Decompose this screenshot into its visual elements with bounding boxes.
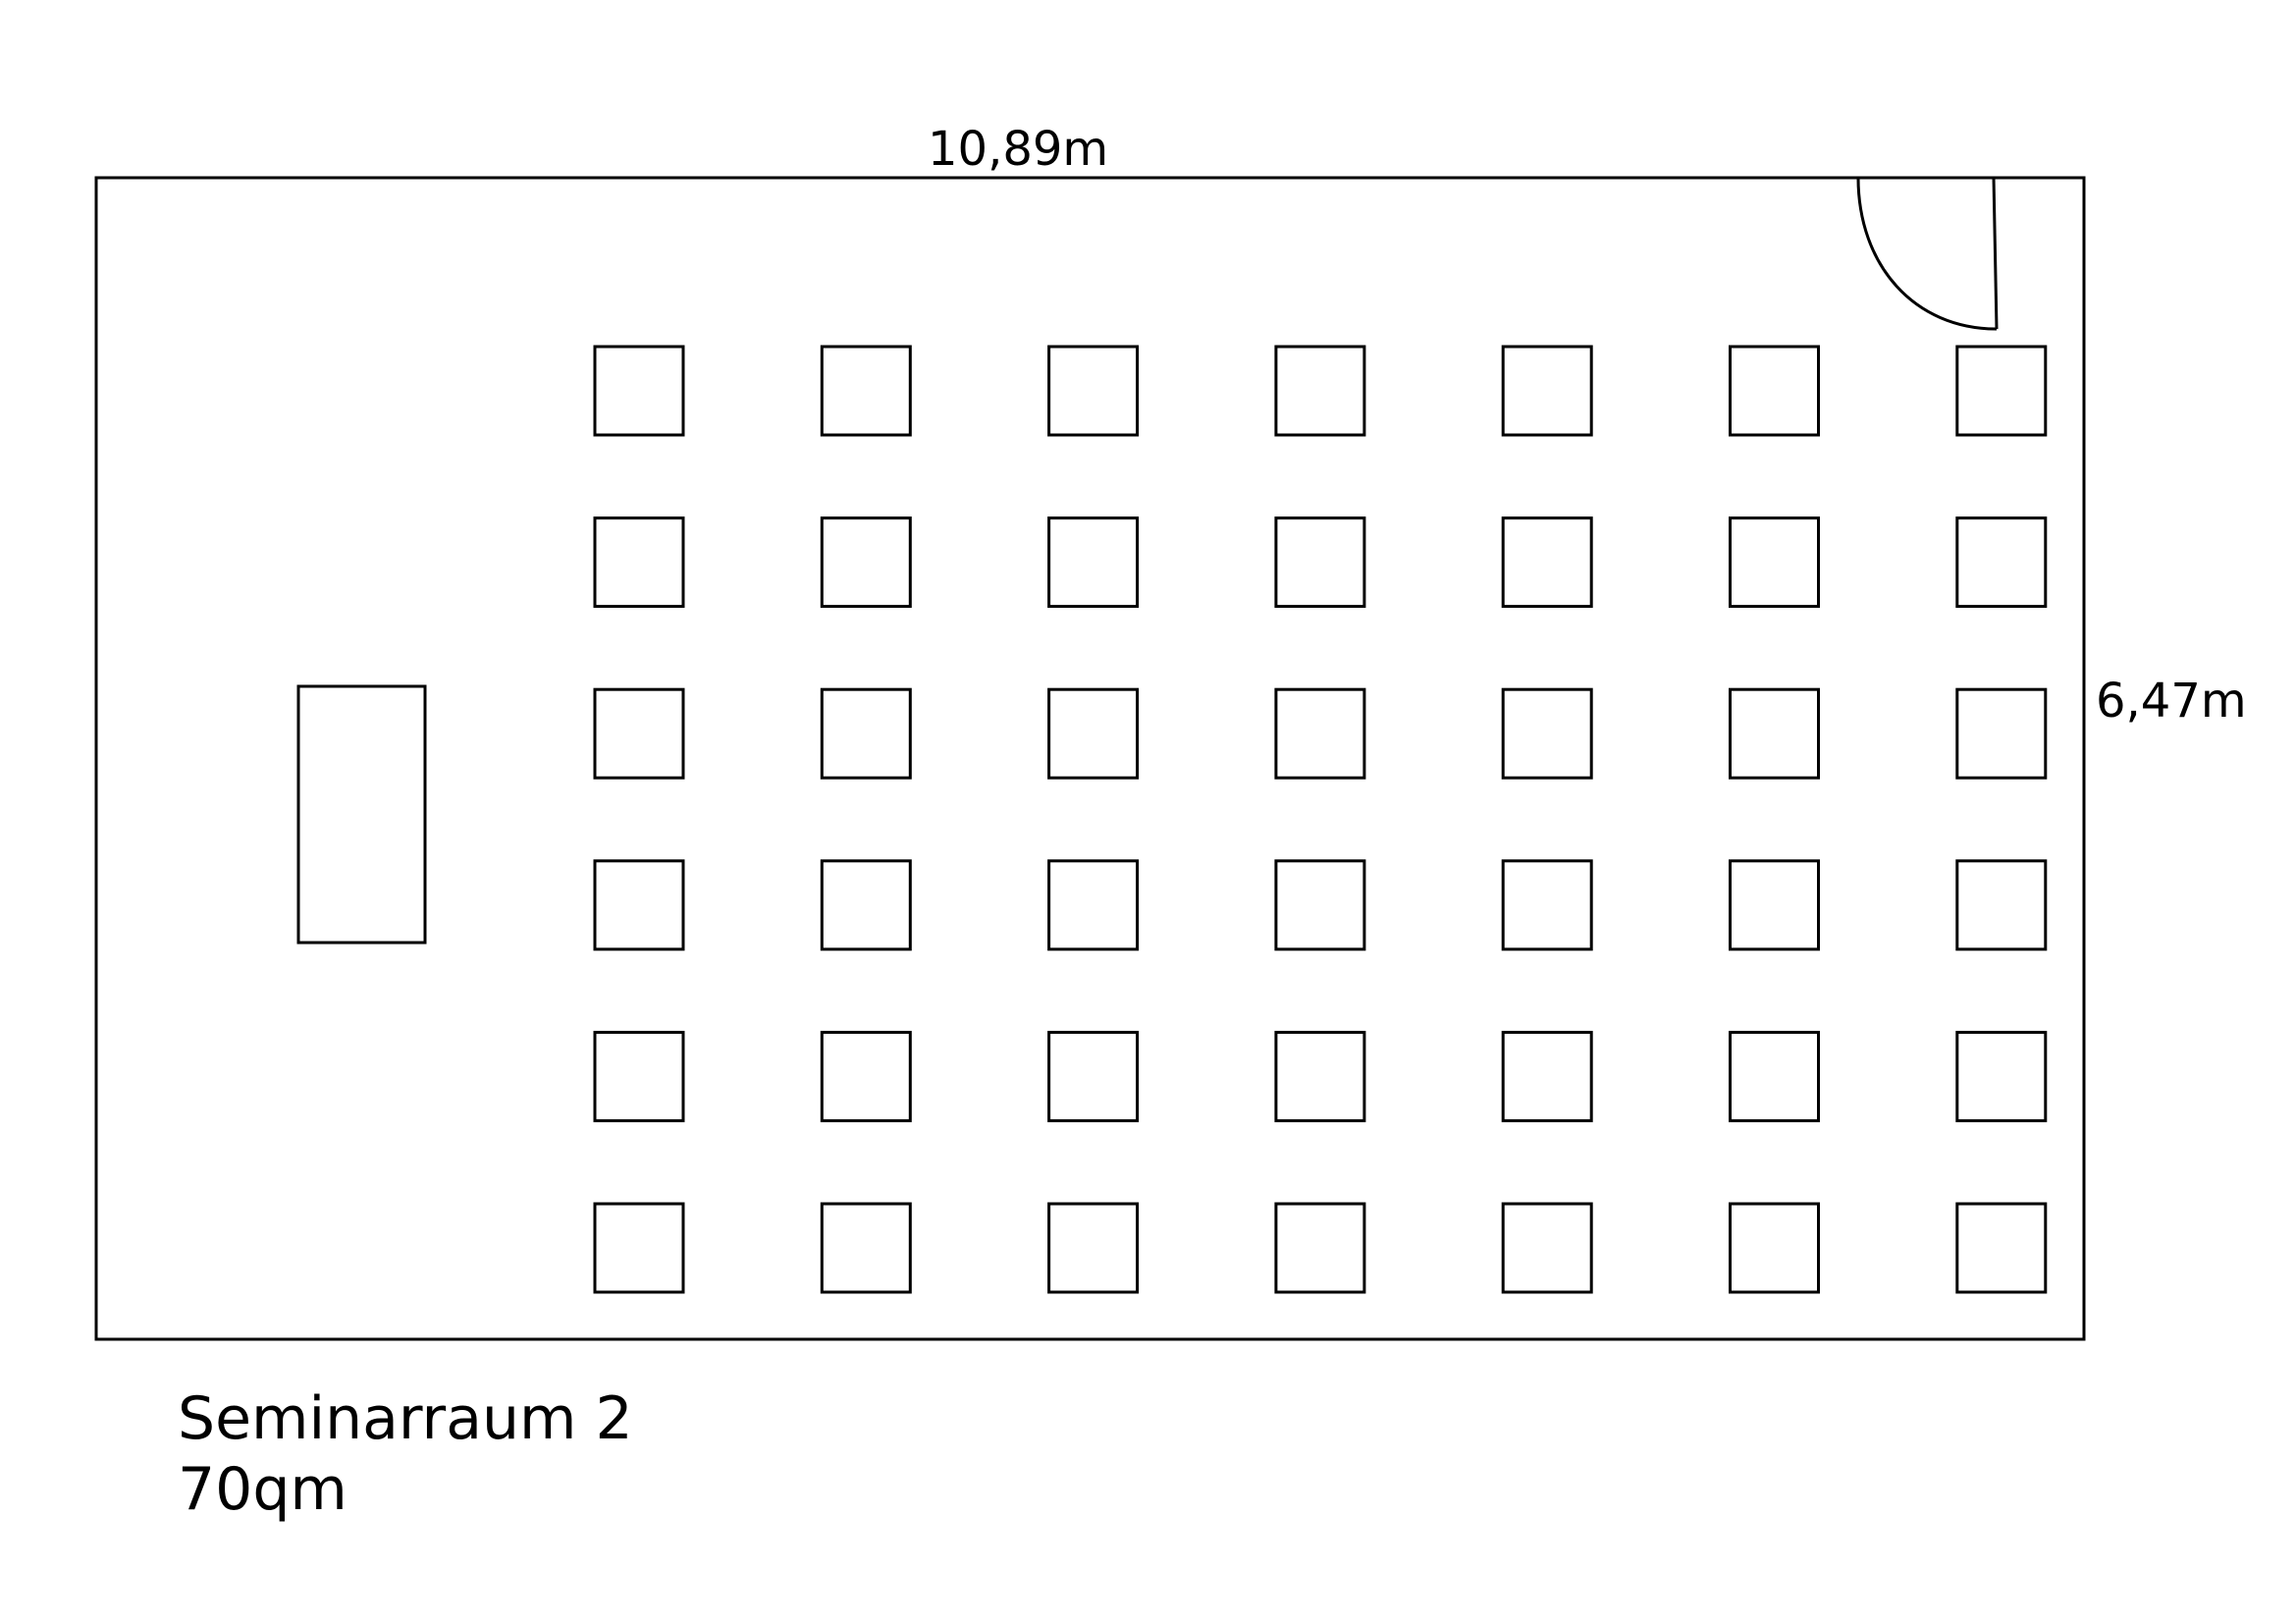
student-desk xyxy=(1274,859,1366,951)
student-desk xyxy=(593,345,685,437)
student-desk xyxy=(1274,345,1366,437)
student-desk xyxy=(1047,1202,1140,1294)
student-desk xyxy=(593,859,685,951)
student-desk xyxy=(1501,516,1593,609)
student-desk xyxy=(1047,687,1140,780)
door xyxy=(1856,177,1999,331)
student-desk xyxy=(1955,1030,2048,1122)
student-desk xyxy=(1729,345,1820,437)
door-swing-arc xyxy=(1856,177,1998,331)
student-desk xyxy=(1955,687,2048,780)
room-width-label: 10,89m xyxy=(928,122,1109,177)
student-desk xyxy=(1274,1030,1366,1122)
student-desk xyxy=(1955,516,2048,609)
student-desk xyxy=(1501,1202,1593,1294)
student-desk xyxy=(820,1030,912,1122)
student-desk xyxy=(820,345,912,437)
student-desk xyxy=(1047,859,1140,951)
student-desk xyxy=(1501,687,1593,780)
student-desk xyxy=(1274,1202,1366,1294)
teacher-desk xyxy=(296,684,427,945)
room-area: 70qm xyxy=(178,1455,347,1524)
student-desk xyxy=(1047,1030,1140,1122)
student-desk xyxy=(1729,1030,1820,1122)
student-desk xyxy=(1955,1202,2048,1294)
room-height-label: 6,47m xyxy=(2096,674,2247,729)
room-name: Seminarraum 2 xyxy=(178,1384,633,1453)
student-desk xyxy=(1047,345,1140,437)
student-desk xyxy=(1729,1202,1820,1294)
student-desk xyxy=(1501,859,1593,951)
student-desk xyxy=(820,1202,912,1294)
student-desk xyxy=(1955,345,2048,437)
student-desk xyxy=(1729,516,1820,609)
student-desk xyxy=(593,1202,685,1294)
student-desk xyxy=(1729,687,1820,780)
student-desk xyxy=(593,687,685,780)
student-desk xyxy=(593,1030,685,1122)
student-desk xyxy=(820,687,912,780)
desk-grid xyxy=(593,345,2048,1294)
student-desk xyxy=(820,859,912,951)
student-desk xyxy=(1047,516,1140,609)
student-desk xyxy=(1274,516,1366,609)
student-desk xyxy=(1274,687,1366,780)
student-desk xyxy=(1955,859,2048,951)
student-desk xyxy=(1729,859,1820,951)
room-outline xyxy=(94,176,2086,1341)
door-leaf xyxy=(1992,177,1999,330)
student-desk xyxy=(820,516,912,609)
student-desk xyxy=(593,516,685,609)
student-desk xyxy=(1501,1030,1593,1122)
student-desk xyxy=(1501,345,1593,437)
